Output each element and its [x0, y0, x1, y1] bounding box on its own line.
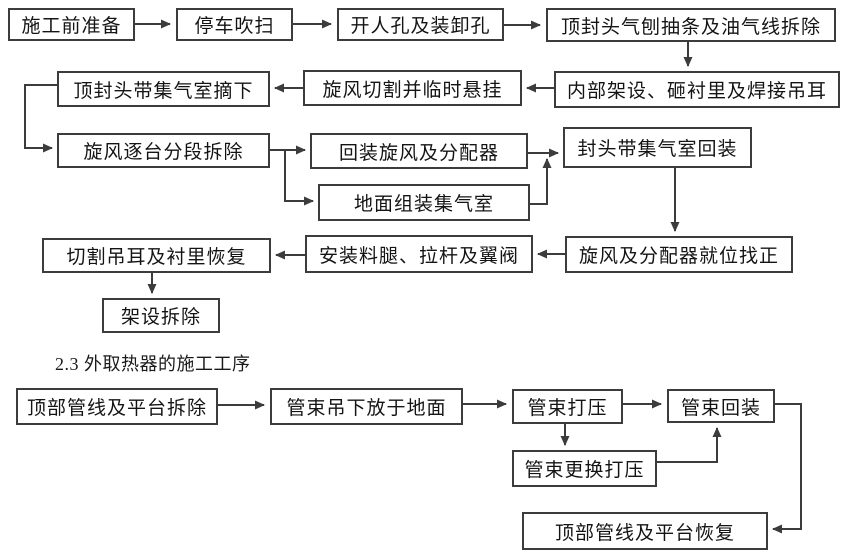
node-bundle-lower: 管束吊下放于地面 — [270, 388, 463, 425]
node-scaffold-remove: 架设拆除 — [102, 298, 220, 333]
node-reinstall-cyclone-distributor: 回装旋风及分配器 — [310, 133, 528, 169]
connector-headremove-to-segmentremove — [24, 84, 57, 153]
node-bundle-pressure-test: 管束打压 — [512, 389, 623, 424]
node-bundle-reinstall: 管束回装 — [667, 389, 775, 423]
node-top-piping-remove: 顶部管线及平台拆除 — [16, 388, 218, 425]
node-head-plenum-reinstall: 封头带集气室回装 — [563, 127, 752, 168]
node-top-head-gouge: 顶封头气刨抽条及油气线拆除 — [546, 8, 836, 42]
connector-replace-to-reinstall — [657, 427, 722, 463]
connector-branch-to-groundassembly — [284, 151, 314, 206]
node-shutdown-purge: 停车吹扫 — [176, 8, 293, 41]
section-heading: 2.3 外取热器的施工工序 — [55, 354, 251, 374]
node-prep: 施工前准备 — [8, 8, 135, 41]
node-cyclone-cut-hang: 旋风切割并临时悬挂 — [303, 70, 522, 106]
node-bundle-replace-test: 管束更换打压 — [512, 450, 657, 487]
node-cut-lugs-lining-restore: 切割吊耳及衬里恢复 — [42, 238, 271, 273]
node-internal-scaffold: 内部架设、砸衬里及焊接吊耳 — [554, 71, 840, 108]
node-install-diplegs: 安装料腿、拉杆及翼阀 — [305, 235, 533, 273]
connector-reinstall-to-restore — [772, 403, 802, 534]
node-top-head-remove: 顶封头带集气室摘下 — [57, 71, 270, 107]
node-top-piping-restore: 顶部管线及平台恢复 — [522, 512, 768, 550]
node-cyclone-segment-remove: 旋风逐台分段拆除 — [57, 133, 270, 168]
node-open-manholes: 开人孔及装卸孔 — [337, 8, 504, 41]
connector-groundassembly-merge — [530, 158, 552, 205]
node-ground-assemble-plenum: 地面组装集气室 — [318, 184, 530, 221]
node-cyclone-position: 旋风及分配器就位找正 — [565, 236, 793, 273]
